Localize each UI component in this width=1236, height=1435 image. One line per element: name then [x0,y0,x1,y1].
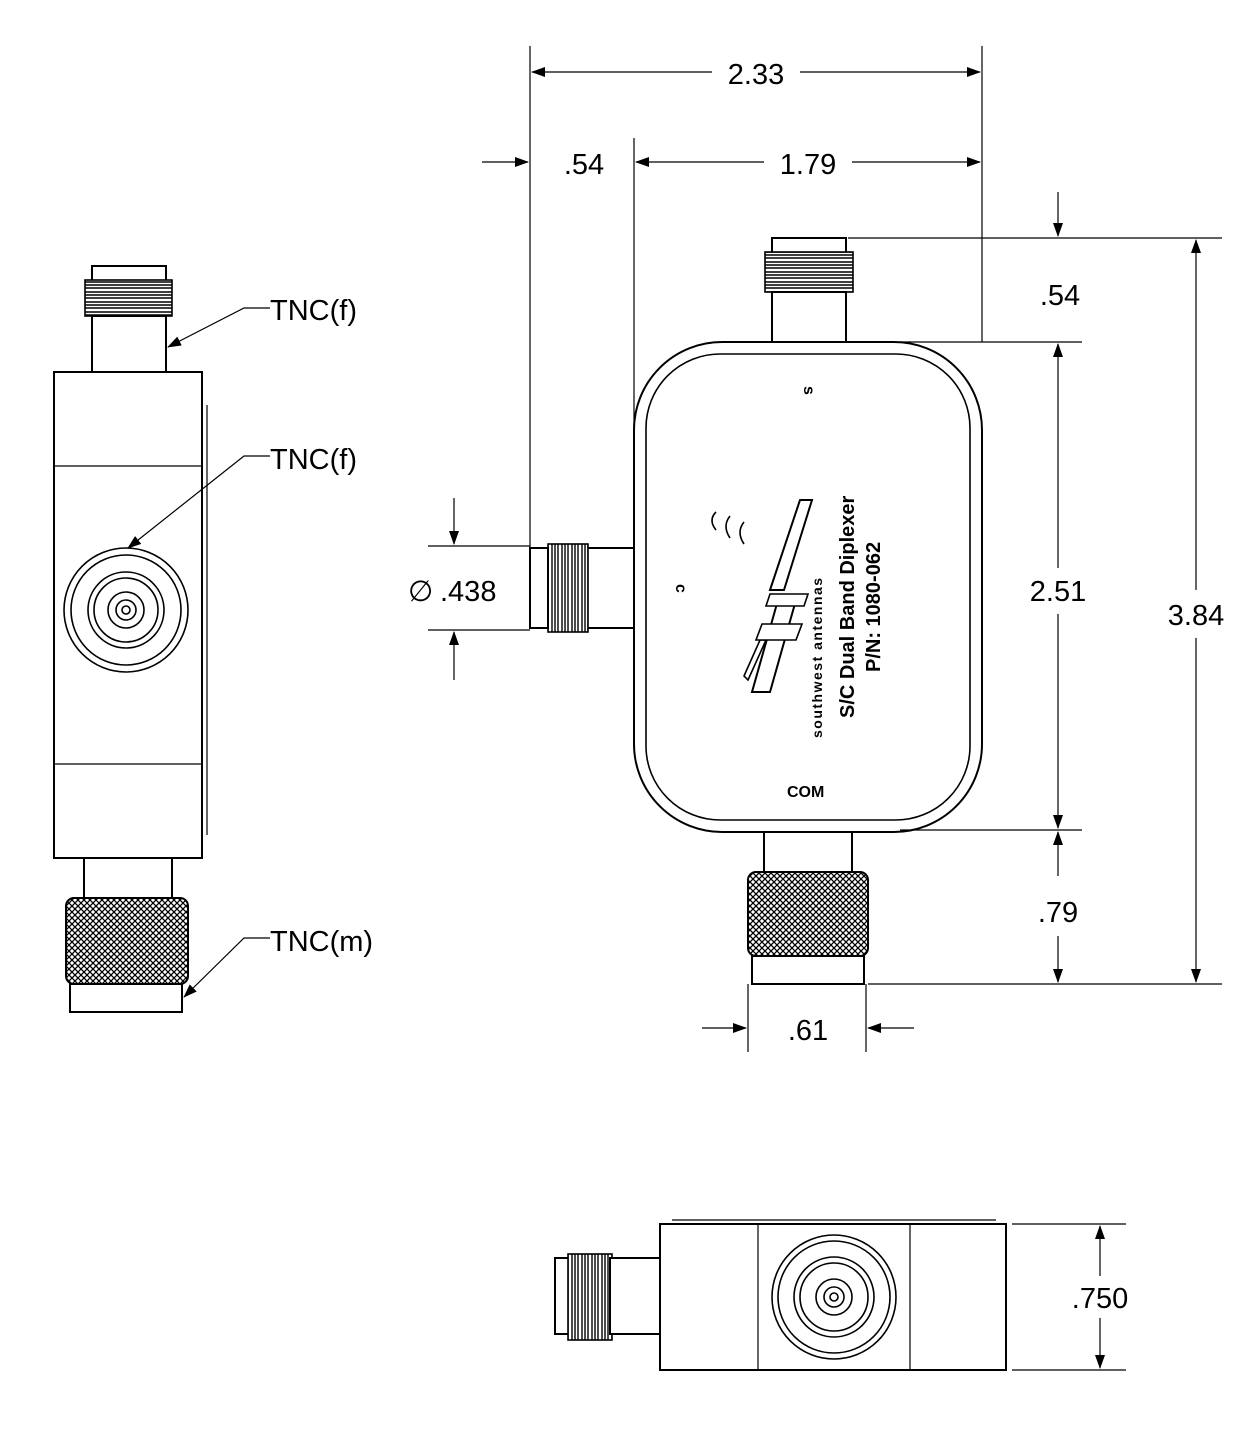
front-bottom-connector-base [751,955,865,985]
side-top-connector-thread [84,279,173,317]
side-body [53,371,203,859]
dim-bottom-connector-width: .61 [788,1015,828,1047]
dim-bottom-connector: .79 [1038,897,1078,929]
dim-diameter-symbol: ∅ [408,576,433,608]
side-tnc-face [63,547,189,673]
device-title: S/C Dual Band Diplexer [837,496,859,718]
dim-thickness: .750 [1072,1283,1128,1315]
front-top-connector-thread [764,251,854,293]
brand-text: southwest antennas [809,576,825,738]
diplexer-body-inner [645,353,971,821]
dim-overall-width: 2.33 [728,59,784,91]
front-view: s c COM S/C Dual Band Diplexer P/N: 1080… [408,46,1224,1052]
side-view: TNC(f) TNC(f) TNC(m) [53,265,373,1013]
port-s-label: s [800,386,817,395]
dim-body-width: 1.79 [780,149,836,181]
side-bottom-connector-neck [83,857,173,899]
dim-top-connector: .54 [1040,280,1080,312]
device-part-number: P/N: 1080-062 [863,542,885,672]
diplexer-body-outer [633,341,983,833]
bottom-body [659,1223,1007,1371]
port-com-label: COM [787,784,824,801]
dim-body-height: 2.51 [1030,576,1086,608]
bottom-connector-neck [609,1257,663,1335]
dim-side-connector-diameter: .438 [440,576,496,608]
side-bottom-connector-knurl [65,897,189,985]
dim-left-offset: .54 [564,149,604,181]
label-tnc-top: TNC(f) [270,295,357,327]
front-top-connector-neck [771,291,847,351]
front-bottom-connector-neck [763,827,853,873]
bottom-view: .750 [554,1219,1128,1371]
label-tnc-mid: TNC(f) [270,444,357,476]
side-top-connector-neck [91,315,167,373]
swa-logo: southwest antennas [711,499,825,738]
label-tnc-bottom: TNC(m) [270,926,373,958]
bottom-connector-thread [567,1253,613,1341]
port-c-label: c [672,584,689,593]
front-bottom-connector-knurl [747,871,869,957]
side-bottom-connector-base [69,983,183,1013]
front-side-connector-neck [585,547,635,629]
bottom-tnc-face [771,1234,897,1360]
front-side-connector-cap [529,547,549,629]
front-side-connector-thread [547,543,589,633]
dim-overall-height: 3.84 [1168,600,1224,632]
